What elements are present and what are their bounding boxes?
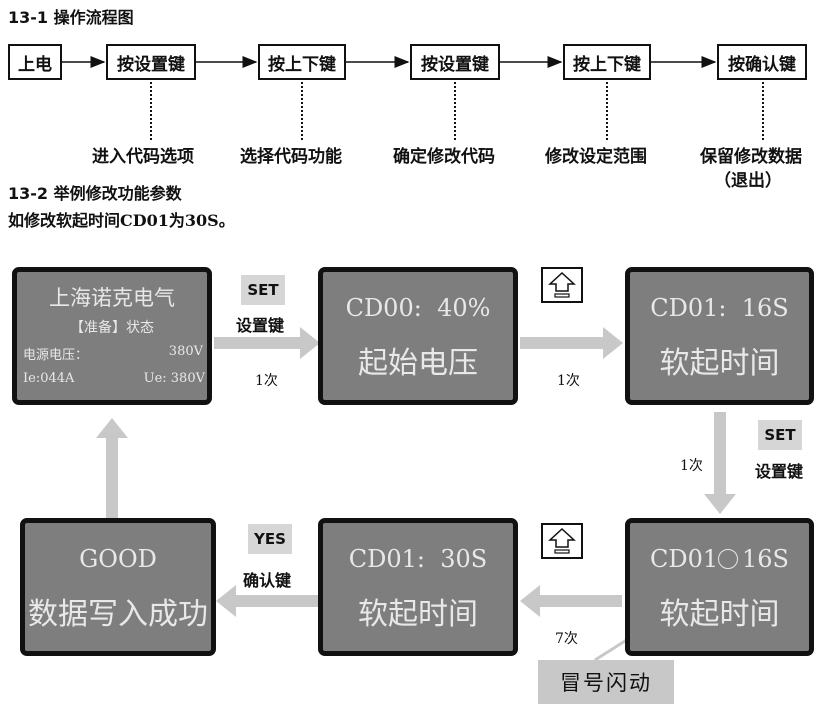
dotted-connector [762, 82, 764, 140]
step-press-confirm: 按确认键 [717, 44, 807, 80]
set-key-badge: SET [241, 275, 285, 305]
blink-name: 软起时间 [659, 597, 780, 632]
dotted-connector [454, 82, 456, 140]
blink-value: 16S [742, 545, 789, 573]
good-message: 数据写入成功 [28, 597, 208, 632]
yes-key-text: 确认键 [243, 571, 292, 590]
section-title-example: 13-2 举例修改功能参数 [8, 184, 182, 203]
home-brand: 上海诺克电气 [49, 286, 175, 310]
good-text: GOOD [79, 545, 157, 573]
home-voltage-label: 电源电压： [23, 348, 89, 363]
cd01-30-name: 软起时间 [358, 597, 478, 632]
cd00-name: 起始电压 [358, 346, 478, 381]
caption-keep-data: 保留修改数据 [700, 147, 802, 167]
gray-arrow-left [216, 585, 318, 617]
count-label: 7次 [555, 631, 578, 647]
screen-cd01-blinking: CD01 16S 软起时间 [625, 518, 814, 656]
caption-modify-range: 修改设定范围 [545, 147, 647, 167]
set-key-text: 设置键 [236, 316, 285, 335]
step-power-on: 上电 [8, 44, 62, 80]
step-press-set-1: 按设置键 [106, 44, 196, 80]
up-key-icon-2 [541, 523, 583, 559]
step-press-updown-2: 按上下键 [563, 44, 651, 80]
step-press-updown-1: 按上下键 [258, 44, 346, 80]
flow-arrows [62, 56, 717, 68]
step-press-set-2: 按设置键 [410, 44, 500, 80]
callout-colon-blinks: 冒号闪动 [538, 660, 674, 704]
home-voltage-value: 380V [168, 344, 203, 359]
up-key-icon [541, 267, 583, 303]
blink-code: CD01 [650, 545, 719, 573]
cd01-30-code: CD01: 30S [348, 545, 488, 573]
set-key-text-2: 设置键 [755, 462, 804, 481]
count-label: 1次 [255, 373, 278, 389]
home-ue: Ue: 380V [143, 371, 205, 386]
gray-arrow-down [704, 412, 736, 514]
blinking-colon-icon [718, 549, 738, 569]
dotted-connector [150, 82, 152, 140]
gray-arrow-up [96, 418, 128, 518]
home-status: 【准备】状态 [70, 320, 154, 336]
yes-key-badge: YES [248, 524, 292, 554]
caption-enter-code: 进入代码选项 [92, 147, 194, 167]
caption-confirm-code: 确定修改代码 [393, 147, 495, 167]
screen-cd00: CD00: 40% 起始电压 [318, 267, 518, 405]
dotted-connector [606, 82, 608, 140]
section-title-flow: 13-1 操作流程图 [8, 8, 134, 27]
dotted-connector [301, 82, 303, 140]
cd00-code: CD00: 40% [345, 294, 491, 322]
screen-cd01-30s: CD01: 30S 软起时间 [318, 518, 518, 656]
home-current: Ie:044A [23, 371, 75, 386]
set-key-badge-2: SET [758, 420, 802, 450]
count-label: 1次 [557, 373, 580, 389]
count-label: 1次 [680, 458, 703, 474]
caption-select-function: 选择代码功能 [240, 147, 342, 167]
gray-arrow-right [520, 327, 623, 359]
screen-home: 上海诺克电气 【准备】状态 电源电压： 380V Ie:044A Ue: 380… [12, 267, 212, 405]
cd01-name: 软起时间 [659, 346, 780, 381]
screen-cd01: CD01: 16S 软起时间 [625, 267, 814, 405]
gray-arrow-right [214, 327, 320, 359]
screen-good: GOOD 数据写入成功 [20, 518, 216, 656]
cd01-code: CD01: 16S [650, 294, 789, 322]
example-description: 如修改软起时间CD01为30S。 [8, 211, 235, 230]
gray-arrow-left [520, 585, 622, 617]
caption-exit: （退出） [714, 171, 782, 191]
